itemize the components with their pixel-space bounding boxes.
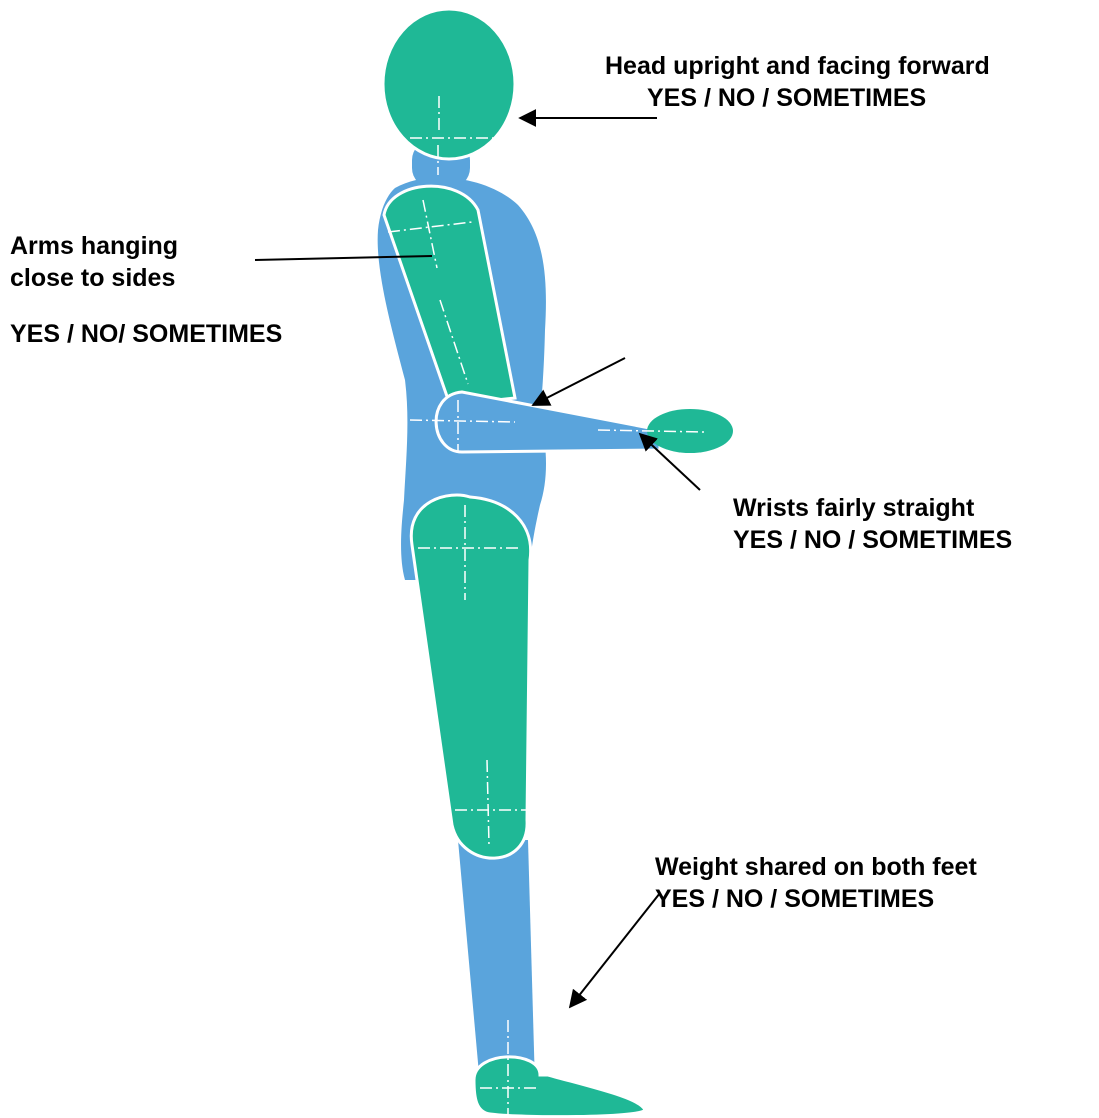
weight-arrow — [570, 893, 660, 1007]
head — [383, 9, 515, 159]
weight-annotation-title: Weight shared on both feet — [655, 851, 977, 883]
weight-annotation-options: YES / NO / SOMETIMES — [655, 883, 977, 915]
weight-annotation: Weight shared on both feet YES / NO / SO… — [655, 851, 977, 915]
head-annotation: Head upright and facing forward YES / NO… — [605, 50, 990, 114]
lower-leg — [458, 840, 535, 1085]
wrists-annotation-title: Wrists fairly straight — [733, 492, 1012, 524]
wrists-annotation-options: YES / NO / SOMETIMES — [733, 524, 1012, 556]
arms-annotation-title-2: close to sides — [10, 262, 178, 294]
wrists-annotation: Wrists fairly straight YES / NO / SOMETI… — [733, 492, 1012, 556]
forearm — [436, 392, 660, 452]
head-annotation-title: Head upright and facing forward — [605, 50, 990, 82]
arms-annotation-title-1: Arms hanging — [10, 230, 178, 262]
head-annotation-options: YES / NO / SOMETIMES — [647, 82, 990, 114]
arms-annotation-options: YES / NO/ SOMETIMES — [10, 318, 282, 350]
foot — [474, 1057, 645, 1117]
thigh — [411, 495, 530, 858]
wrist-arrow-top — [533, 358, 625, 405]
arms-annotation: Arms hanging close to sides — [10, 230, 178, 294]
